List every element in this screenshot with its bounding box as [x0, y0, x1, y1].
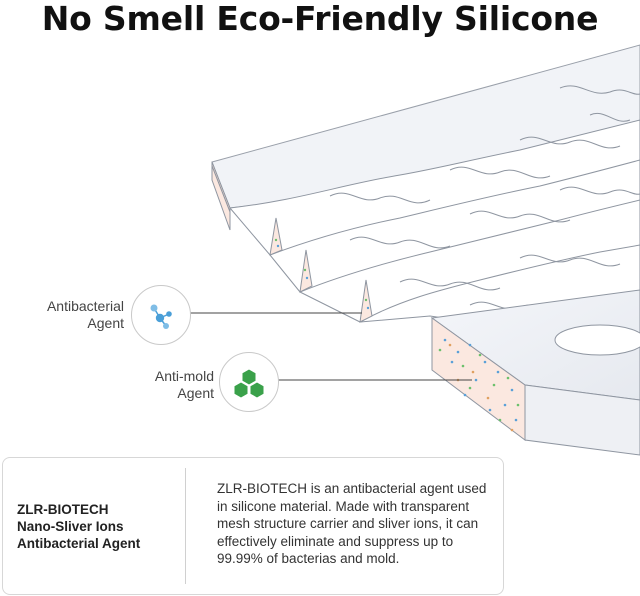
info-divider [185, 468, 186, 584]
brand-line2: Nano-Sliver Ions [17, 519, 124, 534]
brand-line3: Antibacterial Agent [17, 536, 141, 551]
ion-particles [438, 338, 520, 432]
antibacterial-label-line2: Agent [87, 315, 124, 331]
antibacterial-agent-label: Antibacterial Agent [20, 298, 124, 332]
page-title: No Smell Eco-Friendly Silicone [41, 0, 599, 38]
antibacterial-label-line1: Antibacterial [46, 298, 124, 314]
antimold-badge [219, 352, 279, 412]
molecule-icon [150, 304, 172, 329]
antimold-label-line2: Agent [177, 385, 214, 401]
info-box: ZLR-BIOTECH Nano-Sliver Ions Antibacteri… [2, 457, 504, 595]
brand-line1: ZLR-BIOTECH [17, 502, 109, 517]
brand-name: ZLR-BIOTECH Nano-Sliver Ions Antibacteri… [17, 501, 185, 552]
antibacterial-badge [131, 285, 191, 345]
antimold-label-line1: Anti-mold [154, 368, 214, 384]
hexagon-cluster-icon [233, 368, 265, 399]
antimold-agent-label: Anti-mold Agent [110, 368, 214, 402]
info-description: ZLR-BIOTECH is an antibacterial agent us… [217, 481, 487, 566]
